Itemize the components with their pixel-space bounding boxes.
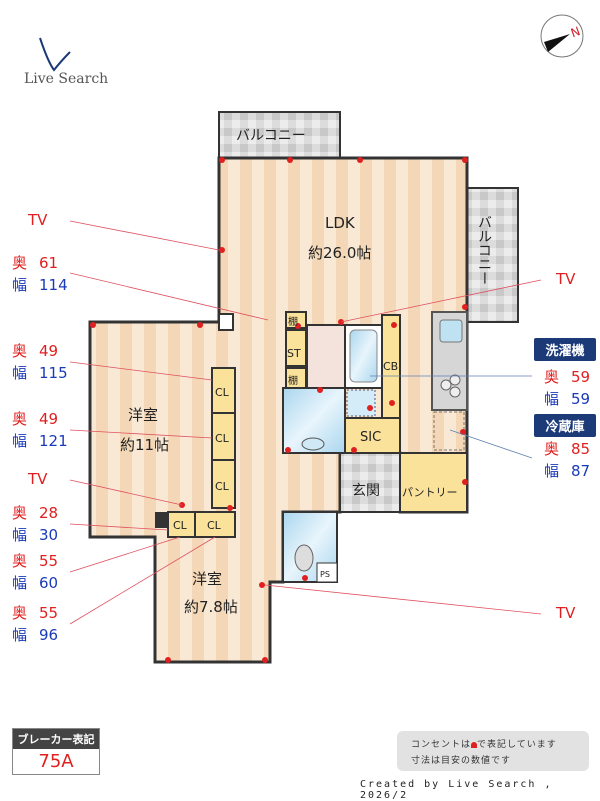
- fridge-space: [433, 411, 465, 451]
- western1-size: 約11帖: [120, 436, 169, 454]
- balcony-right-label: バルコニー: [476, 215, 492, 285]
- breaker-box: ブレーカー表記 75A: [12, 728, 100, 775]
- washer-badge: 洗濯機: [534, 338, 596, 361]
- breaker-value: 75A: [38, 751, 74, 772]
- credit-text: Created by Live Search , 2026/2: [360, 779, 553, 801]
- western2-label: 洋室: [192, 570, 222, 588]
- shelf-label: 棚: [288, 315, 298, 328]
- cb-label: CB: [383, 360, 398, 373]
- closet-label: CL: [173, 519, 188, 532]
- tv-annotation: TV: [28, 211, 48, 229]
- western2-size: 約7.8帖: [184, 598, 238, 616]
- shelf-label: 棚: [288, 374, 298, 387]
- tv-annotation: TV: [556, 270, 576, 288]
- entrance-floor: [339, 452, 401, 513]
- ldk-label: LDK: [325, 214, 356, 232]
- breaker-title: ブレーカー表記: [13, 729, 99, 749]
- live-search-logo: [39, 37, 71, 72]
- sic-label: SIC: [360, 430, 381, 445]
- balcony-right: [466, 187, 519, 323]
- closet-label: CL: [207, 519, 222, 532]
- closet-label: CL: [215, 480, 230, 493]
- balcony-top-label: バルコニー: [236, 128, 306, 144]
- tv-annotation: TV: [556, 604, 576, 622]
- washroom: [306, 324, 346, 389]
- ps-label: PS: [320, 570, 330, 579]
- note-text: コンセントは: [411, 740, 472, 750]
- pantry-label: パントリー: [402, 486, 458, 499]
- north-compass-icon: N: [540, 14, 584, 58]
- fridge-badge: 冷蔵庫: [534, 414, 596, 437]
- outlet-icon: [471, 741, 478, 748]
- legend-note: コンセントはで表記しています 寸法は目安の数値です: [397, 731, 589, 771]
- western1-label: 洋室: [128, 406, 158, 424]
- note-text: で表記しています: [477, 740, 557, 750]
- st-label: ST: [287, 347, 301, 360]
- tv-annotation: TV: [28, 470, 48, 488]
- bathtub: [349, 329, 378, 383]
- closet-label: CL: [215, 432, 230, 445]
- ldk-size: 約26.0帖: [308, 244, 371, 262]
- logo-text: Live Search: [24, 71, 109, 87]
- floor-plan: バルコニー バルコニー LDK 約26.0帖 洋室 約11帖 洋室 約7.8帖 …: [69, 111, 542, 664]
- note-text: 寸法は目安の数値です: [411, 756, 512, 766]
- washer-space: [346, 389, 376, 417]
- entrance-label: 玄関: [352, 482, 380, 499]
- closet-label: CL: [215, 386, 230, 399]
